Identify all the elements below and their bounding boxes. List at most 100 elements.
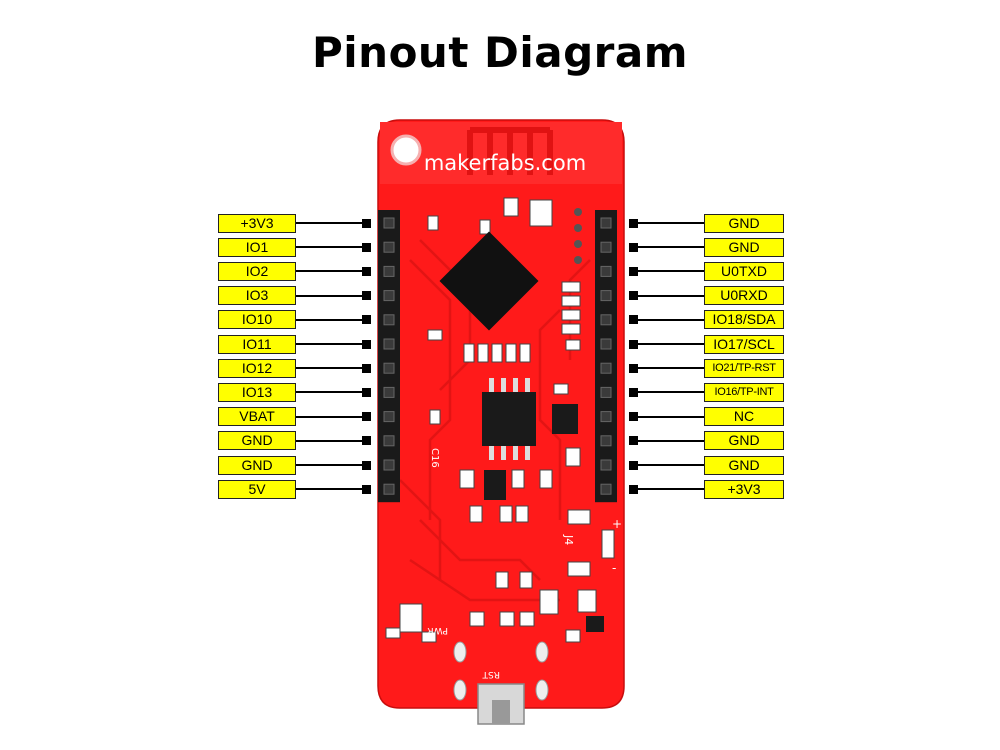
right-pin-label: GND xyxy=(704,455,784,475)
right-pin-marker xyxy=(629,315,638,325)
left-header-pin xyxy=(383,362,395,374)
left-header-pin xyxy=(383,386,395,398)
right-pin-leader xyxy=(634,464,704,466)
right-pin-label: IO17/SCL xyxy=(704,334,784,354)
right-pin-label: GND xyxy=(704,237,784,257)
left-pin-marker xyxy=(362,315,371,325)
left-pin-marker xyxy=(362,266,371,276)
left-pin-marker xyxy=(362,387,371,397)
right-pin-marker xyxy=(629,460,638,470)
left-pin-leader xyxy=(296,439,366,442)
right-header-pin xyxy=(600,265,612,277)
right-pin-leader xyxy=(634,367,704,370)
left-pin-label: VBAT xyxy=(218,407,296,427)
right-pin-label: GND xyxy=(704,213,784,233)
page-title: Pinout Diagram xyxy=(311,28,689,77)
left-header-pin xyxy=(383,411,395,423)
right-pin-leader xyxy=(634,270,704,273)
left-pin-marker xyxy=(362,363,371,373)
left-pin-marker xyxy=(362,339,371,349)
left-header-pin xyxy=(383,338,395,350)
left-header-pin xyxy=(383,483,395,495)
left-pin-label: IO12 xyxy=(218,358,296,378)
left-pin-label: IO1 xyxy=(218,237,296,257)
right-pin-marker xyxy=(629,387,638,397)
cap-label: C16 xyxy=(429,448,440,468)
left-pin-leader xyxy=(296,294,366,297)
left-pin-leader xyxy=(296,246,366,249)
left-pin-marker xyxy=(362,460,371,470)
left-pin-label: GND xyxy=(218,455,296,475)
svg-text:+: + xyxy=(612,517,622,531)
right-pin-label: U0RXD xyxy=(704,286,784,306)
right-pin-label: +3V3 xyxy=(704,479,784,499)
pcb-board: makerfabs.com C16 J4 PWR RST + - xyxy=(377,119,625,725)
brand-text: makerfabs.com xyxy=(424,151,586,175)
left-pin-label: IO10 xyxy=(218,310,296,330)
right-pin-marker xyxy=(629,218,638,228)
left-pin-header xyxy=(378,210,400,503)
left-pin-leader xyxy=(296,391,366,394)
right-pin-leader xyxy=(634,488,704,491)
right-header-pin xyxy=(600,435,612,447)
left-pin-leader xyxy=(296,464,366,466)
left-pin-label: GND xyxy=(218,431,296,451)
left-pin-marker xyxy=(362,436,371,446)
right-pin-marker xyxy=(629,363,638,373)
left-pin-label: IO3 xyxy=(218,286,296,306)
right-pin-label: IO21/TP-RST xyxy=(704,358,784,378)
right-pin-marker xyxy=(629,339,638,349)
left-header-pin xyxy=(383,435,395,447)
left-pin-leader xyxy=(296,318,366,321)
right-pin-leader xyxy=(634,246,704,249)
left-header-pin xyxy=(383,265,395,277)
right-header-pin xyxy=(600,290,612,302)
right-pin-marker xyxy=(629,484,638,494)
left-pin-marker xyxy=(362,218,371,228)
flash-chip xyxy=(482,378,536,460)
left-pin-label: IO11 xyxy=(218,334,296,354)
left-pin-leader xyxy=(296,343,366,345)
right-pin-leader xyxy=(634,222,704,224)
right-header-pin xyxy=(600,362,612,374)
left-header-pin xyxy=(383,241,395,253)
svg-text:-: - xyxy=(612,561,616,575)
right-pin-leader xyxy=(634,391,704,394)
pin-headers xyxy=(378,210,617,503)
right-header-pin xyxy=(600,386,612,398)
right-pin-leader xyxy=(634,318,704,321)
left-header-pin xyxy=(383,290,395,302)
left-pin-label: 5V xyxy=(218,479,296,499)
right-pin-label: IO18/SDA xyxy=(704,310,784,330)
left-header-pin xyxy=(383,459,395,471)
right-pin-label: U0TXD xyxy=(704,261,784,281)
right-header-pin xyxy=(600,483,612,495)
right-header-pin xyxy=(600,338,612,350)
connector-label: J4 xyxy=(562,534,575,545)
left-pin-label: IO13 xyxy=(218,382,296,402)
right-pin-header xyxy=(595,210,617,503)
power-label: PWR xyxy=(427,625,448,635)
right-header-pin xyxy=(600,314,612,326)
right-header-pin xyxy=(600,459,612,471)
left-pin-leader xyxy=(296,367,366,370)
right-pin-marker xyxy=(629,266,638,276)
left-pin-leader xyxy=(296,415,366,418)
right-pin-label: NC xyxy=(704,407,784,427)
left-pin-label: +3V3 xyxy=(218,213,296,233)
left-pin-leader xyxy=(296,270,366,273)
left-header-pin xyxy=(383,314,395,326)
right-pin-marker xyxy=(629,436,638,446)
left-pin-leader xyxy=(296,222,366,224)
left-pin-leader xyxy=(296,488,366,491)
right-header-pin xyxy=(600,217,612,229)
right-pin-leader xyxy=(634,294,704,297)
left-pin-marker xyxy=(362,484,371,494)
left-pin-label: IO2 xyxy=(218,261,296,281)
right-pin-leader xyxy=(634,343,704,345)
left-pin-marker xyxy=(362,291,371,301)
right-pin-label: IO16/TP-INT xyxy=(704,382,784,402)
right-pin-label: GND xyxy=(704,431,784,451)
right-header-pin xyxy=(600,411,612,423)
